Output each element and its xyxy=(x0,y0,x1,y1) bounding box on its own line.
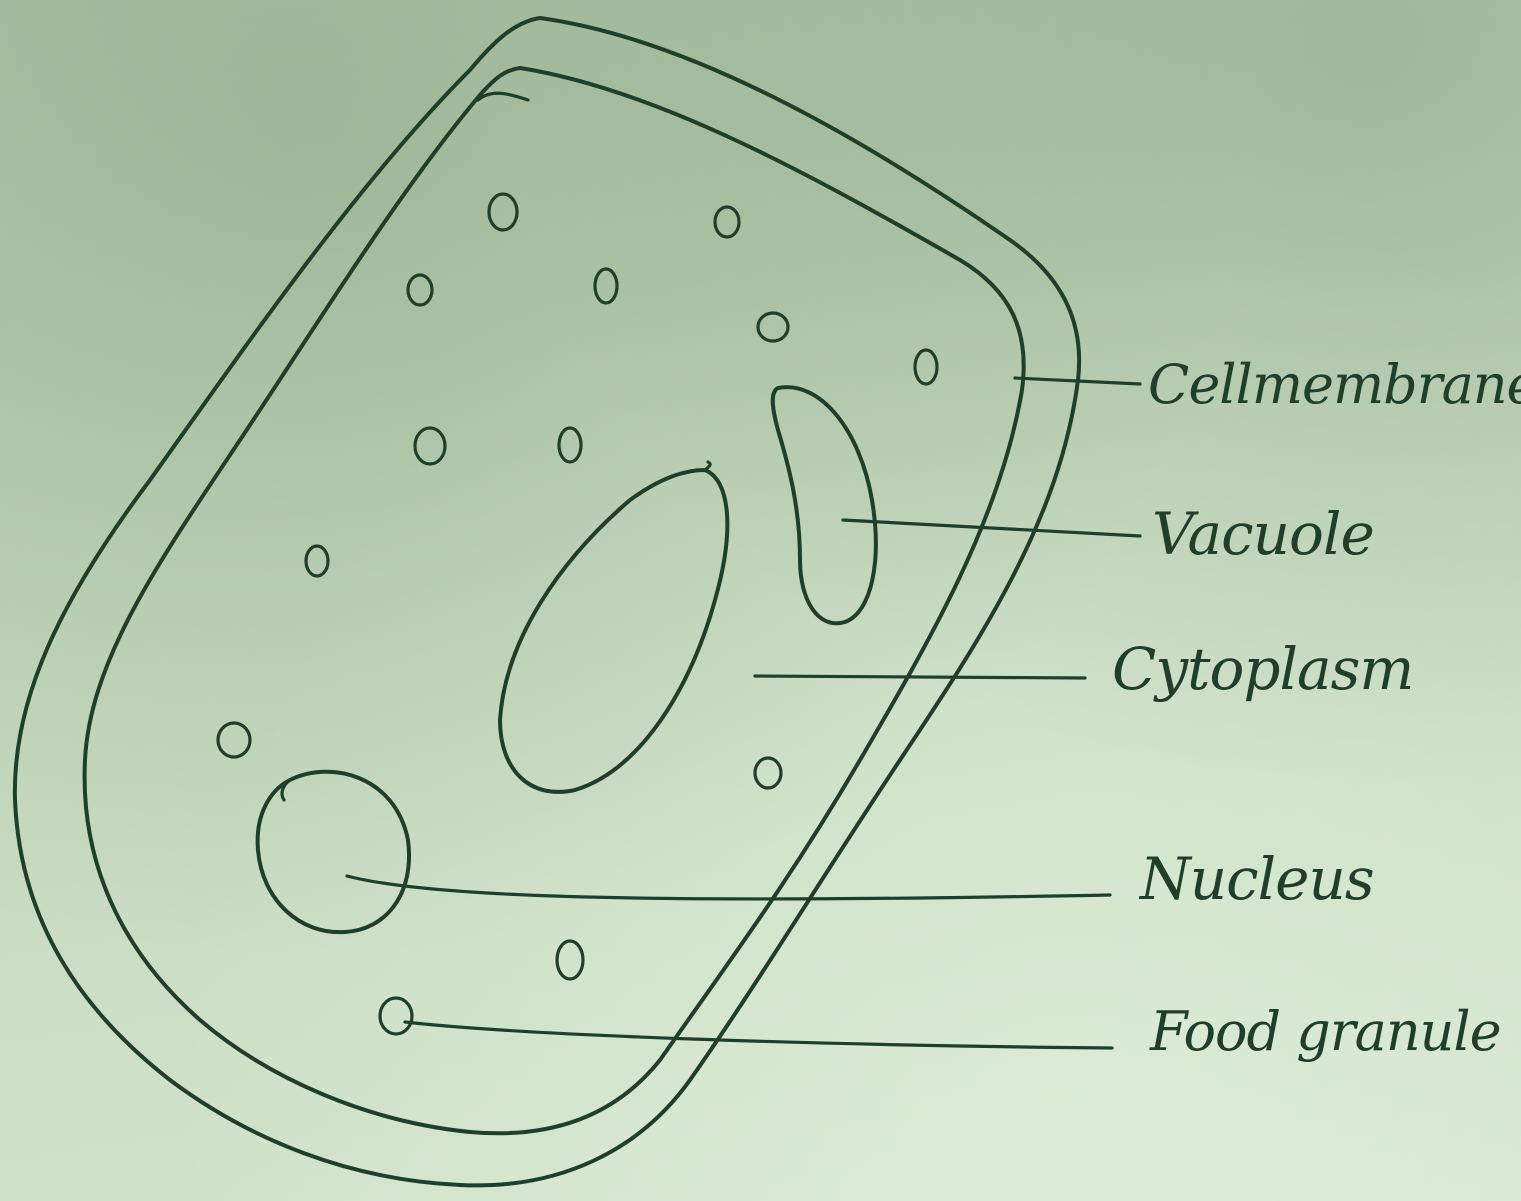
label-cell-membrane: Cellmembrane xyxy=(1148,358,1521,412)
food-granule-7 xyxy=(415,428,445,464)
food-granule-1 xyxy=(489,194,517,230)
food-granule-10 xyxy=(218,723,250,757)
nucleus-circle xyxy=(258,772,409,932)
food-granules xyxy=(218,194,937,1034)
vacuole-shape xyxy=(773,387,876,623)
leader-line-cytoplasm xyxy=(755,676,1085,678)
cell-inner-outline xyxy=(85,68,1024,1133)
food-granule-13 xyxy=(380,998,412,1034)
food-granule-12 xyxy=(557,941,583,979)
food-granule-2 xyxy=(715,207,739,237)
food-granule-5 xyxy=(758,313,788,341)
large-oval-organelle xyxy=(500,470,727,792)
food-granule-8 xyxy=(559,428,581,462)
label-vacuole: Vacuole xyxy=(1152,505,1374,563)
food-granule-6 xyxy=(915,350,937,384)
food-granule-11 xyxy=(755,758,781,788)
cell-outer-outline xyxy=(15,18,1079,1185)
leader-line-nucleus xyxy=(347,876,1110,899)
label-cytoplasm: Cytoplasm xyxy=(1112,640,1413,698)
label-nucleus: Nucleus xyxy=(1140,850,1374,908)
food-granule-3 xyxy=(408,275,432,305)
label-food-granule: Food granule xyxy=(1150,1005,1501,1059)
food-granule-4 xyxy=(595,269,617,303)
membrane-pen-mark xyxy=(478,93,528,100)
oval-pen-tail xyxy=(705,462,710,470)
leader-line-vacuole xyxy=(843,520,1140,536)
food-granule-9 xyxy=(306,546,328,576)
leader-line-food-granule xyxy=(405,1022,1112,1048)
